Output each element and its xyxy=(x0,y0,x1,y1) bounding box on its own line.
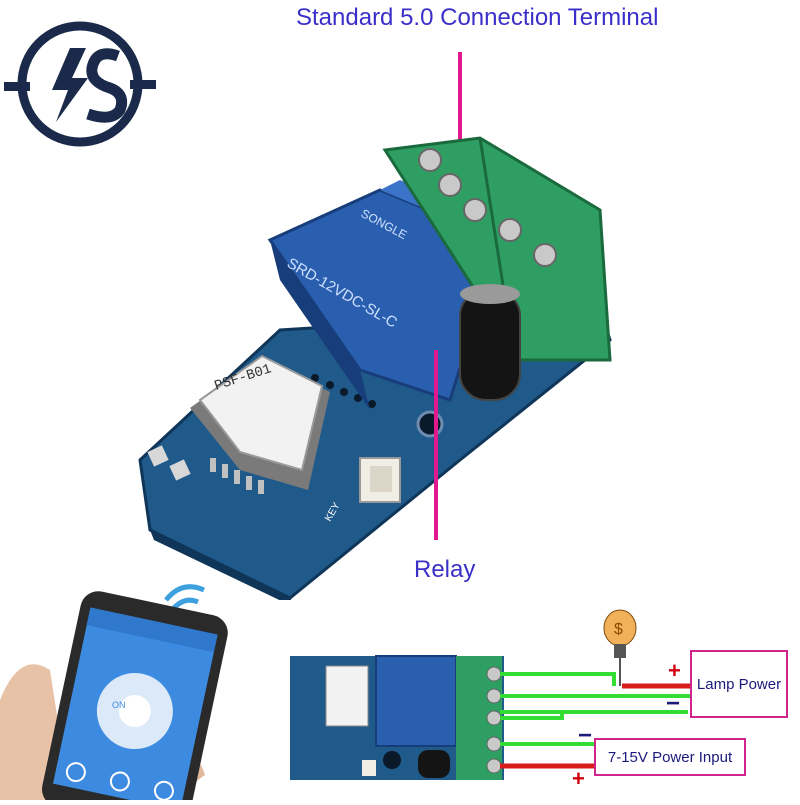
relay-pointer-line xyxy=(434,350,438,540)
input-minus-sign: − xyxy=(578,722,593,749)
lamp-power-box: Lamp Power xyxy=(690,650,788,718)
terminal-annotation: Standard 5.0 Connection Terminal xyxy=(296,4,659,31)
lamp-minus-sign: − xyxy=(666,690,681,717)
wiring-diagram: $ xyxy=(288,600,800,800)
brand-logo xyxy=(0,18,160,148)
lamp-plus-sign: + xyxy=(668,658,681,683)
power-input-box: 7-15V Power Input xyxy=(594,738,746,776)
phone-on-button-label: ON xyxy=(112,700,126,710)
svg-text:$: $ xyxy=(614,621,623,638)
gnd-silkscreen: GND xyxy=(137,413,158,438)
smartphone-app-photo: ON xyxy=(0,560,230,805)
relay-annotation: Relay xyxy=(414,556,476,583)
terminal-pointer-line xyxy=(458,52,462,162)
input-plus-sign: + xyxy=(572,766,585,791)
relay-board-image: GND PSF-B01 SRD-12VDC-SL-C SONGLE xyxy=(130,130,620,608)
